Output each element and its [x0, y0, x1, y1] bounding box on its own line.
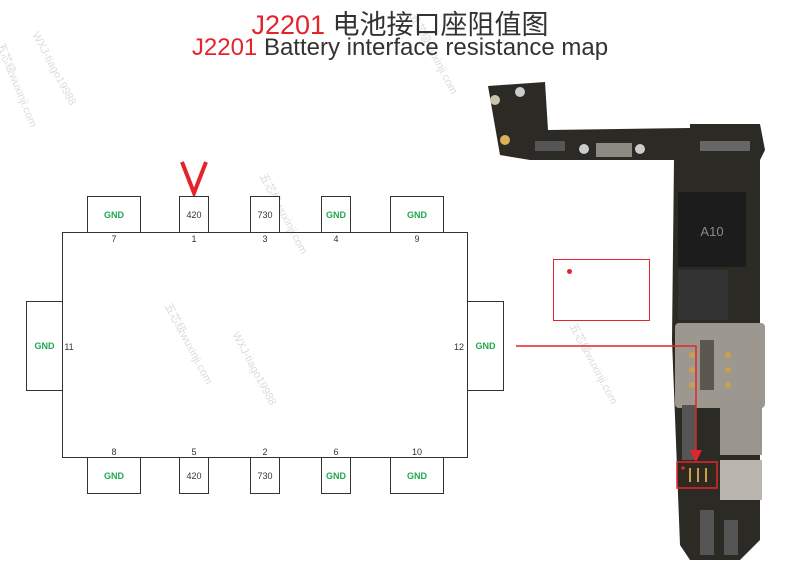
- pad-pin-1: 420: [179, 196, 209, 233]
- orientation-reference-box: [553, 259, 650, 321]
- pin-number: 9: [414, 234, 420, 244]
- pad-pin-11: GND: [26, 301, 63, 391]
- title-chinese: J2201 电池接口座阻值图: [0, 3, 800, 42]
- chip-label: A10: [700, 224, 723, 239]
- pin-number: 3: [262, 234, 268, 244]
- pad-pin-10: GND: [390, 457, 444, 494]
- pin-number: 4: [333, 234, 339, 244]
- pin-number: 1: [191, 234, 197, 244]
- pin-number: 11: [64, 342, 74, 352]
- pin-number: 8: [111, 447, 117, 457]
- pad-pin-3: 730: [250, 196, 280, 233]
- pad-pin-12: GND: [467, 301, 504, 391]
- pin1-dot-icon: [567, 269, 572, 274]
- pin-number: 12: [453, 342, 464, 352]
- pad-pin-9: GND: [390, 196, 444, 233]
- pin-number: 10: [411, 447, 422, 457]
- title-text: 电池接口座阻值图: [332, 10, 549, 40]
- pin-number: 2: [262, 447, 268, 457]
- pad-pin-4: GND: [321, 196, 351, 233]
- pad-pin-8: GND: [87, 457, 141, 494]
- pin1-marker-icon: [180, 161, 208, 196]
- pin-number: 7: [111, 234, 117, 244]
- title-english: J2201 Battery interface resistance map: [0, 34, 800, 62]
- pin-number: 5: [191, 447, 197, 457]
- title-ref: J2201: [251, 10, 326, 40]
- pad-pin-7: GND: [87, 196, 141, 233]
- title-text: Battery interface resistance map: [263, 34, 609, 61]
- pad-pin-6: GND: [321, 457, 351, 494]
- pin-number: 6: [333, 447, 339, 457]
- pad-pin-5: 420: [179, 457, 209, 494]
- pad-pin-2: 730: [250, 457, 280, 494]
- title-ref: J2201: [191, 34, 258, 61]
